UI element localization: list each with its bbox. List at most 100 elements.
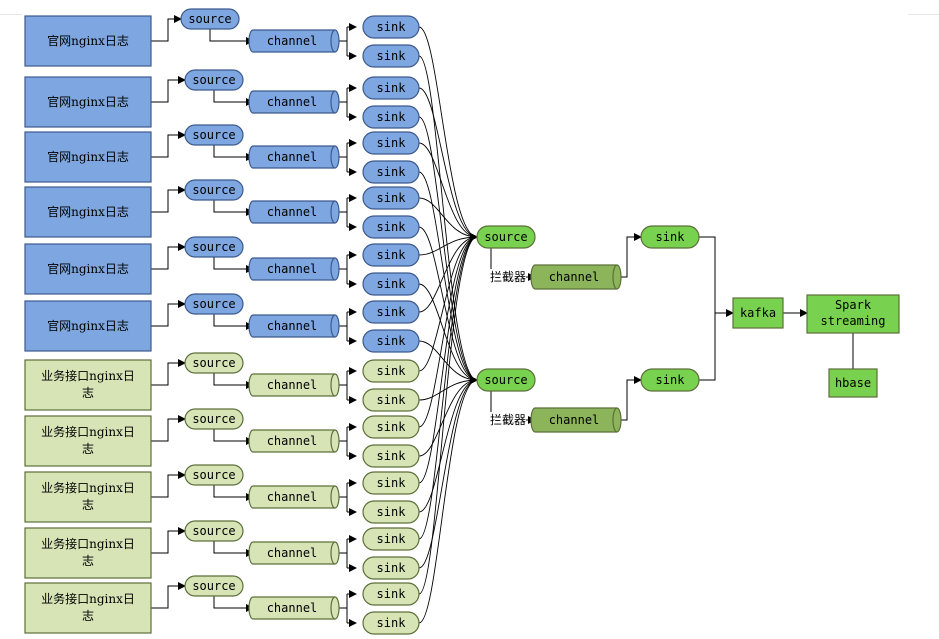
flume-sink-label: sink [377,81,407,95]
flume-sink-node[interactable] [362,527,420,551]
flume-sink-label: sink [377,364,407,378]
flume-sink-label: sink [377,248,407,262]
flume-sink-node[interactable] [362,186,420,210]
flume-sink-label: sink [377,49,407,63]
flume-sink-node[interactable] [362,444,420,468]
aggregator-channel-node[interactable] [530,264,622,290]
log-source-box[interactable] [24,415,152,467]
flume-source-node[interactable] [184,236,244,258]
flume-sink-node[interactable] [362,15,420,39]
flume-sink-node[interactable] [362,359,420,383]
flume-channel-node[interactable] [248,257,340,281]
channel-cap [330,541,336,565]
channel-cap [330,145,336,169]
flume-sink-label: sink [377,420,407,434]
log-source-box[interactable] [24,243,152,295]
channel-cap [330,90,336,114]
top-rule-right [908,14,939,15]
flume-source-node[interactable] [184,124,244,146]
flume-sink-label: sink [377,476,407,490]
flume-sink-node[interactable] [362,44,420,68]
log-source-box[interactable] [24,300,152,352]
log-source-label: 志 [82,386,94,400]
log-source-box[interactable] [24,471,152,523]
flume-source-node[interactable] [184,464,244,486]
kafka-node[interactable] [732,297,784,329]
flume-sink-label: sink [377,165,407,179]
sink-to-aggregator-arrow [418,233,478,540]
flume-sink-node[interactable] [362,415,420,439]
flume-sink-node[interactable] [362,556,420,580]
log-source-box[interactable] [24,582,152,634]
flume-channel-node[interactable] [248,90,340,114]
flume-sink-node[interactable] [362,160,420,184]
flume-source-label: source [192,579,235,593]
log-source-label: 志 [82,554,94,568]
flume-channel-node[interactable] [248,429,340,453]
flume-sink-label: sink [377,449,407,463]
flume-sink-node[interactable] [362,500,420,524]
source-to-channel-arrow [209,29,254,45]
log-source-box[interactable] [24,186,152,238]
flume-source-label: source [192,73,235,87]
flume-sink-node[interactable] [362,243,420,267]
sink-to-aggregator-arrow [418,233,478,256]
flume-source-node[interactable] [184,293,244,315]
log-source-label: 业务接口nginx日 [41,424,135,439]
aggregator-sink-node[interactable] [640,225,700,249]
log-source-label: 业务接口nginx日 [41,480,135,495]
flume-source-node[interactable] [184,179,244,201]
flume-sink-node[interactable] [362,272,420,296]
flume-channel-node[interactable] [248,373,340,397]
flume-channel-node[interactable] [248,314,340,338]
hbase-node[interactable] [828,368,878,398]
flume-source-node[interactable] [184,69,244,91]
flume-sink-node[interactable] [362,105,420,129]
flume-sink-label: sink [377,616,407,630]
flume-sink-node[interactable] [362,329,420,353]
log-source-label: 业务接口nginx日 [41,368,135,383]
flume-sink-node[interactable] [362,471,420,495]
flume-source-node[interactable] [184,575,244,597]
log-source-box[interactable] [24,131,152,183]
flume-sink-node[interactable] [362,131,420,155]
aggregator-sink-node[interactable] [640,368,700,392]
flume-channel-node[interactable] [248,200,340,224]
flume-channel-node[interactable] [248,485,340,509]
log-source-box[interactable] [24,527,152,579]
aggregator-channel-node[interactable] [530,407,622,433]
sink-to-aggregator-arrow [418,233,478,595]
hbase-label: hbase [835,376,871,390]
log-to-source-arrow [151,186,186,213]
spark-streaming-node[interactable] [806,294,900,334]
flume-sink-node[interactable] [362,76,420,100]
flume-source-label: source [192,240,235,254]
log-to-source-arrow [151,359,186,386]
flume-source-node[interactable] [184,520,244,542]
flume-sink-node[interactable] [362,300,420,324]
aggregator-sink-label: sink [656,373,686,387]
log-source-box[interactable] [24,359,152,411]
channel-cap [330,29,336,53]
log-source-label: 业务接口nginx日 [41,536,135,551]
flume-channel-node[interactable] [248,596,340,620]
flume-channel-node[interactable] [248,145,340,169]
flume-source-label: source [192,183,235,197]
flume-source-node[interactable] [180,8,240,30]
flume-sink-node[interactable] [362,388,420,412]
log-source-box[interactable] [24,15,152,67]
flume-sink-node[interactable] [362,582,420,606]
channel-cap [330,596,336,620]
flume-sink-node[interactable] [362,215,420,239]
flume-sink-label: sink [377,277,407,291]
flume-source-node[interactable] [184,408,244,430]
diagram-nodes: 官网nginx日志sourcechannelsinksink官网nginx日志s… [24,8,900,635]
aggregator-source-node[interactable] [476,225,536,249]
aggregator-source-node[interactable] [476,368,536,392]
aggregator-channel-label: channel [549,270,600,284]
flume-channel-node[interactable] [248,29,340,53]
flume-sink-node[interactable] [362,611,420,635]
flume-source-node[interactable] [184,352,244,374]
flume-channel-node[interactable] [248,541,340,565]
log-source-box[interactable] [24,76,152,128]
